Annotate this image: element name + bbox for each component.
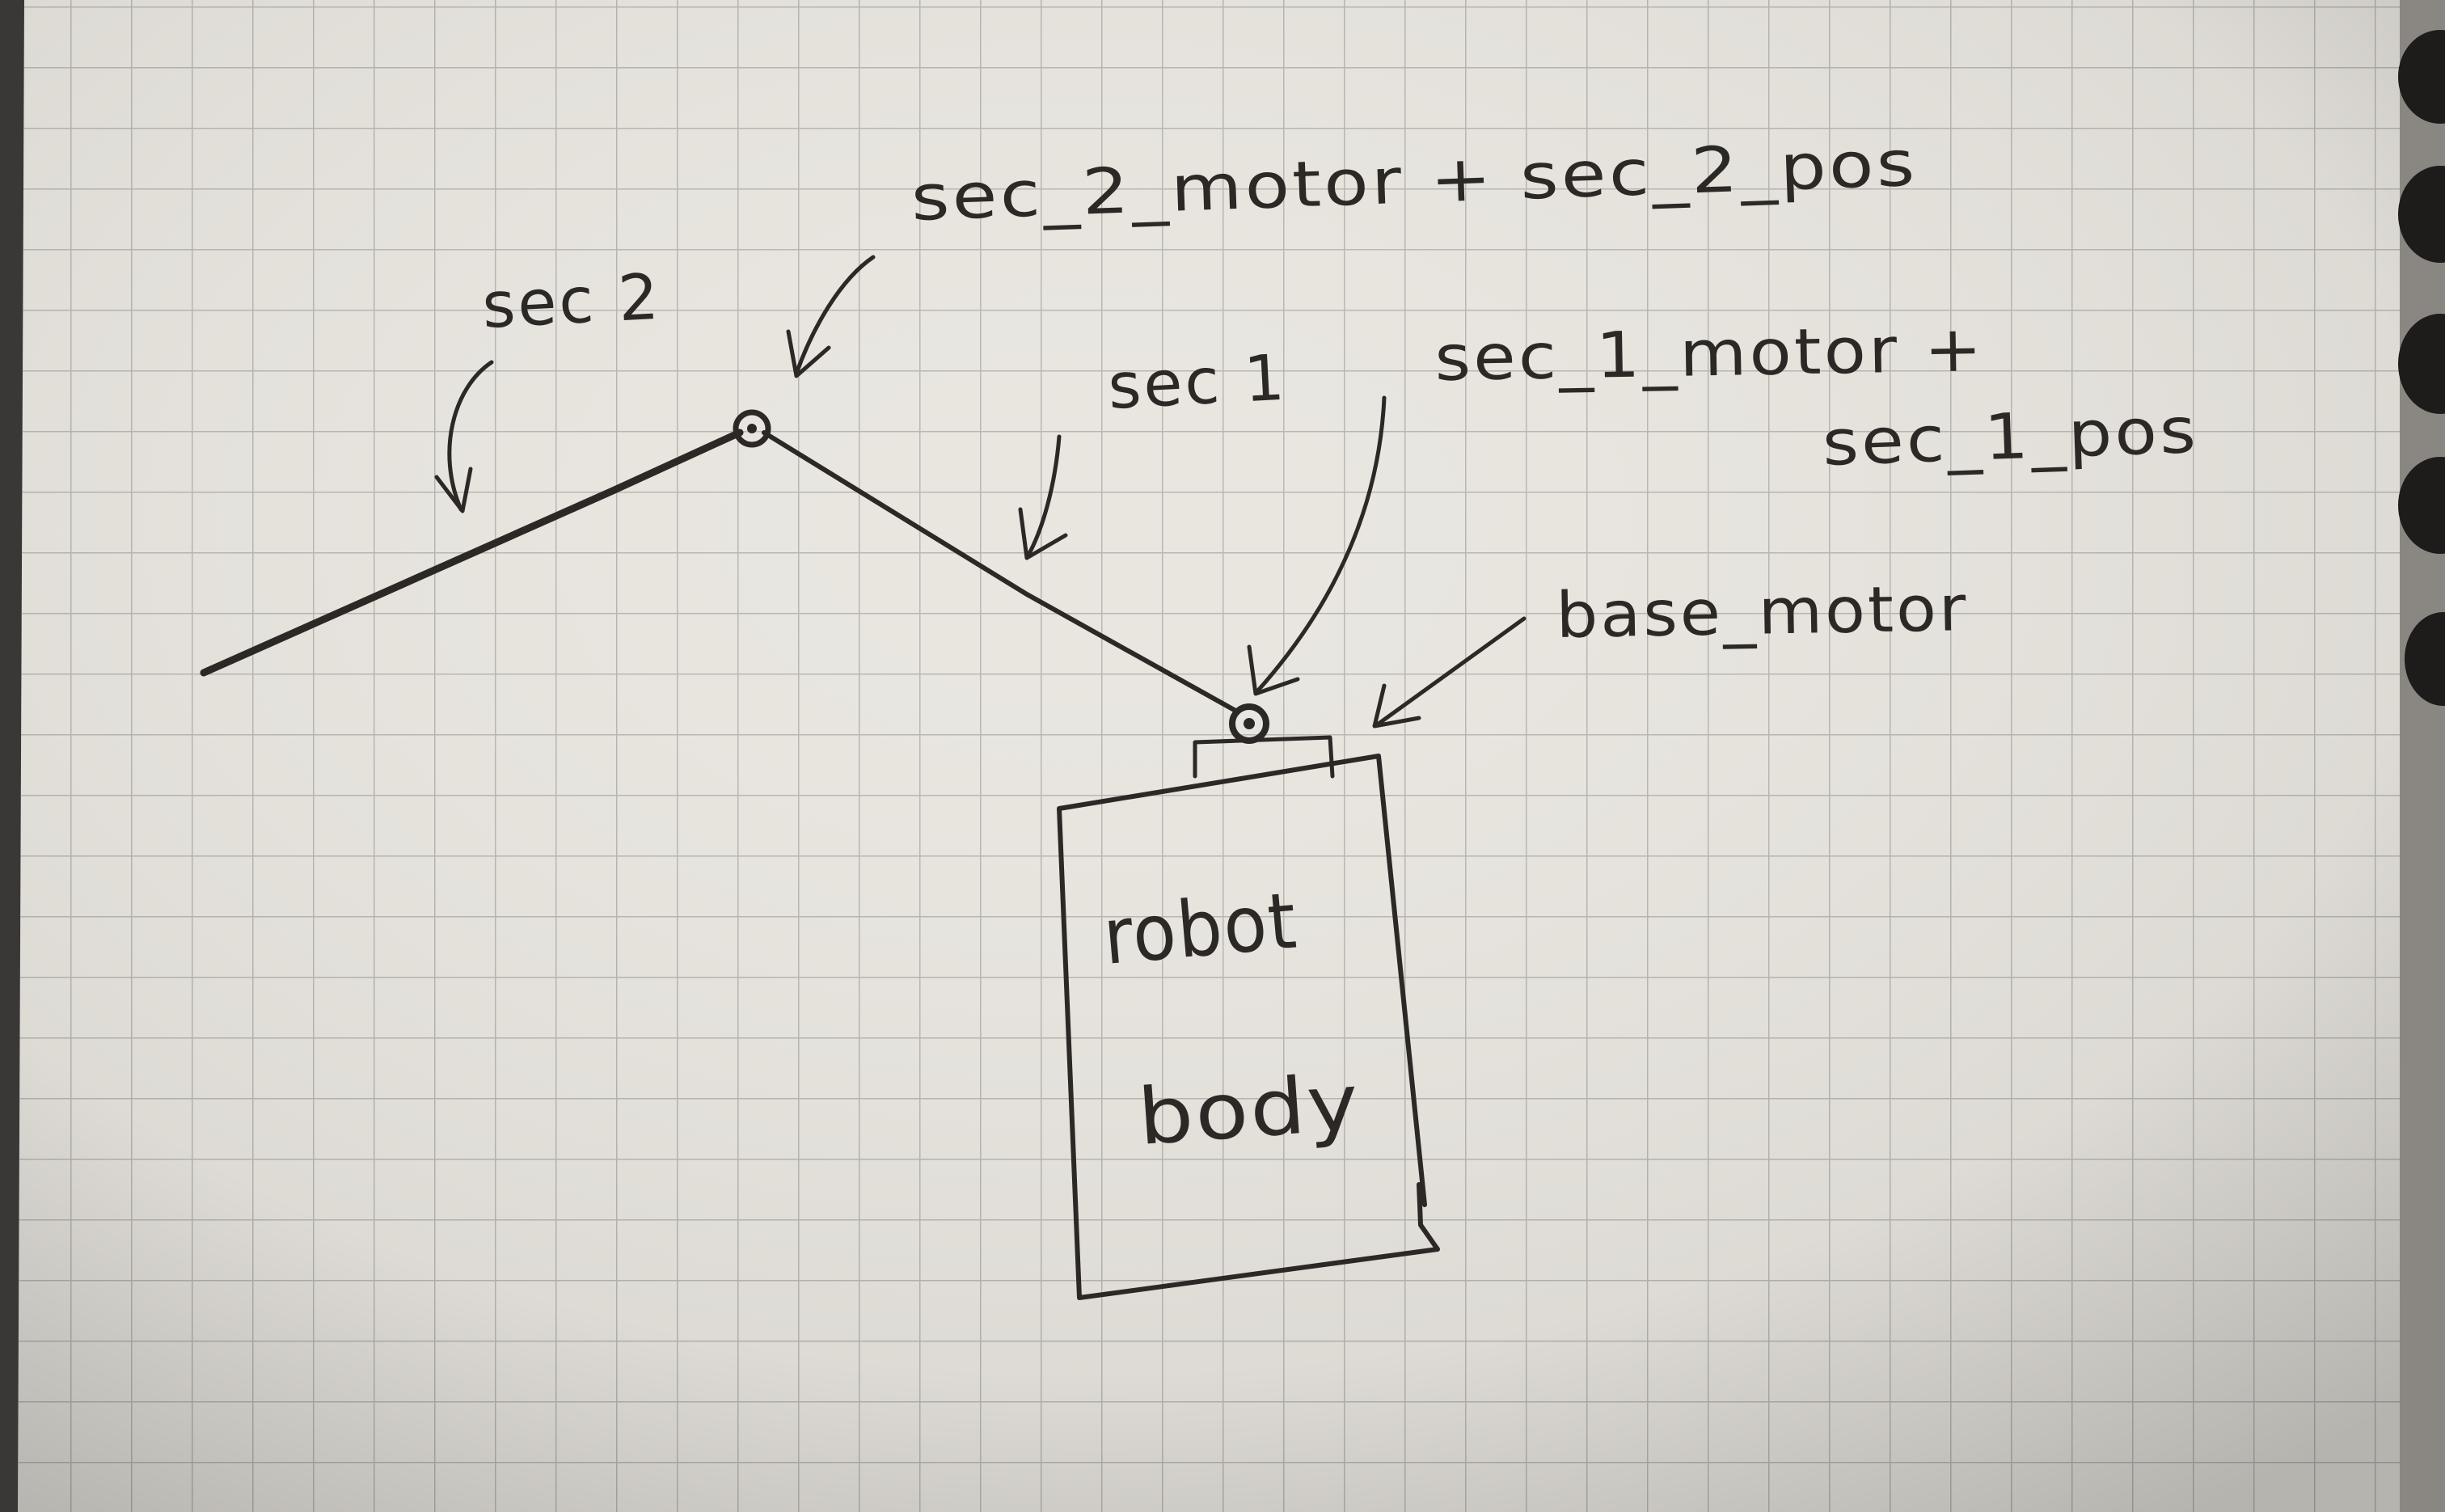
- spiral-ring: [2398, 314, 2445, 414]
- robot-body-label-line2: body: [1135, 1057, 1363, 1163]
- base-motor-label: base_motor: [1556, 572, 1969, 653]
- sec-2-label: sec 2: [480, 261, 662, 343]
- sec-1-joint-label-line1: sec_1_motor +: [1434, 313, 1985, 395]
- robot-body: [1057, 754, 1440, 1300]
- spiral-binding: [2398, 30, 2445, 706]
- arm-section-1: [762, 430, 1239, 714]
- paper-shading: [18, 0, 2408, 1512]
- arrow-sec-2: [434, 360, 494, 513]
- spiral-ring: [2398, 457, 2445, 554]
- spiral-ring: [2398, 166, 2445, 263]
- sec-2-joint: [733, 409, 771, 448]
- spiral-ring: [2405, 612, 2445, 706]
- arrow-sec-1: [1018, 434, 1068, 560]
- spiral-ring: [2398, 30, 2445, 124]
- base-motor: [1193, 735, 1335, 779]
- sec-1-label: sec 1: [1106, 342, 1288, 424]
- robot-body-label-line1: robot: [1100, 875, 1301, 982]
- sec-1-joint-label-line2: sec_1_pos: [1822, 395, 2200, 480]
- arrow-sec-2-joint: [786, 255, 876, 378]
- arrow-sec-1-joint: [1247, 395, 1387, 696]
- arrow-base-motor: [1372, 616, 1527, 729]
- sec-2-joint-center: [747, 424, 757, 433]
- sec-1-joint-center: [1244, 718, 1255, 729]
- arm-section-2: [200, 429, 744, 677]
